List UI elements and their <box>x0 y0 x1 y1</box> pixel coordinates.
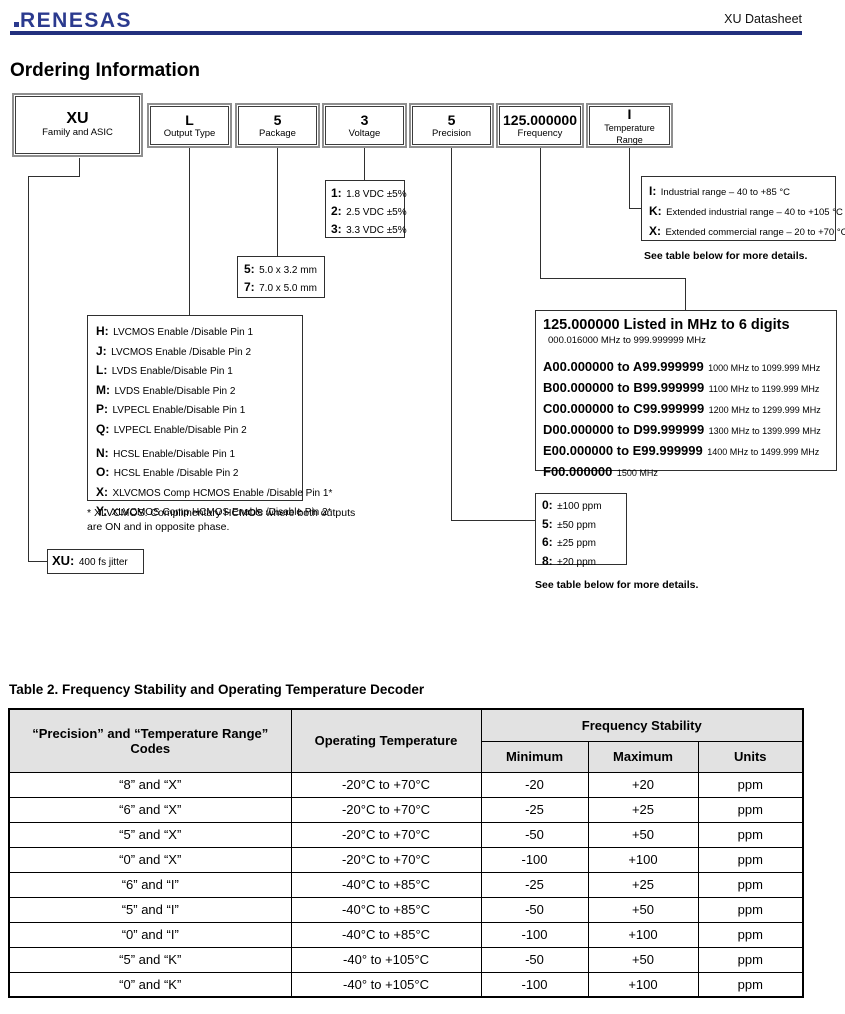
output-option: M: LVDS Enable/Disable Pin 2 <box>96 382 236 397</box>
frequency-range: F00.000000 1500 MHz <box>543 464 658 479</box>
output-option: X: XLVCMOS Comp HCMOS Enable /Disable Pi… <box>96 484 333 499</box>
output-option: P: LVPECL Enable/Disable Pin 1 <box>96 402 246 417</box>
voltage-option: 3: 3.3 VDC ±5% <box>331 222 407 236</box>
connector-line <box>540 148 541 278</box>
output-option: N: HCSL Enable/Disable Pin 1 <box>96 445 236 460</box>
output-option: Q: LVPECL Enable/Disable Pin 2 <box>96 421 247 436</box>
col-header-codes: “Precision” and “Temperature Range” Code… <box>8 708 292 773</box>
connector-line <box>28 561 47 562</box>
voltage-option: 2: 2.5 VDC ±5% <box>331 204 407 218</box>
package-option: 7: 7.0 x 5.0 mm <box>244 280 317 294</box>
package-options-box: 5: 5.0 x 3.2 mm 7: 7.0 x 5.0 mm <box>237 256 325 298</box>
package-option: 5: 5.0 x 3.2 mm <box>244 262 317 276</box>
family-jitter-box: XU: 400 fs jitter <box>47 549 144 574</box>
temperature-options-box: I: Industrial range – 40 to +85 °C K: Ex… <box>641 176 845 241</box>
connector-line <box>28 176 80 177</box>
frequency-range: D00.000000 to D99.999999 1300 MHz to 139… <box>543 422 821 437</box>
precision-option: 0: ±100 ppm <box>542 498 602 512</box>
table2-title: Table 2. Frequency Stability and Operati… <box>9 682 425 697</box>
connector-line <box>364 148 365 180</box>
page-title: Ordering Information <box>10 60 200 81</box>
precision-option: 6: ±25 ppm <box>542 535 596 549</box>
header-divider <box>10 31 802 35</box>
connector-line <box>79 158 80 177</box>
frequency-range: A00.000000 to A99.999999 1000 MHz to 109… <box>543 359 821 374</box>
connector-line <box>189 148 190 315</box>
frequency-range: C00.000000 to C99.999999 1200 MHz to 129… <box>543 401 821 416</box>
frequency-box: 125.000000 Listed in MHz to 6 digits 000… <box>535 310 837 479</box>
voltage-options-box: 1: 1.8 VDC ±5% 2: 2.5 VDC ±5% 3: 3.3 VDC… <box>325 180 407 238</box>
logo-square-icon <box>14 22 19 27</box>
precision-options-box: 0: ±100 ppm 5: ±50 ppm 6: ±25 ppm 8: ±20… <box>535 493 627 568</box>
voltage-option: 1: 1.8 VDC ±5% <box>331 186 407 200</box>
output-type-options-box: H: LVCMOS Enable /Disable Pin 1 J: LVCMO… <box>87 315 333 518</box>
temperature-note: See table below for more details. <box>644 250 808 262</box>
col-header-operating-temp: Operating Temperature <box>290 708 482 773</box>
precision-option: 5: ±50 ppm <box>542 516 596 531</box>
precision-option: 8: ±20 ppm <box>542 553 596 568</box>
xlvcmos-footnote: * XLVCMOS: Complimentary HCMOS where bot… <box>87 507 356 533</box>
temperature-option: X: Extended commercial range – 20 to +70… <box>649 224 845 238</box>
col-header-maximum: Maximum <box>587 740 699 773</box>
output-option: L: LVDS Enable/Disable Pin 1 <box>96 363 233 378</box>
connector-line <box>629 208 641 209</box>
connector-line <box>451 148 452 521</box>
col-header-frequency-stability: Frequency Stability <box>480 708 804 742</box>
frequency-title: 125.000000 Listed in MHz to 6 digits <box>543 317 790 333</box>
connector-line <box>277 148 278 256</box>
connector-line <box>540 278 686 279</box>
table2-decoder: “Precision” and “Temperature Range” Code… <box>8 708 805 998</box>
output-option: Y: XLVCMOS Comp HCMOS Enable /Disable Pi… <box>96 504 332 519</box>
precision-note: See table below for more details. <box>535 579 699 591</box>
output-option: H: LVCMOS Enable /Disable Pin 1 <box>96 324 254 338</box>
frequency-range: B00.000000 to B99.999999 1100 MHz to 119… <box>543 380 820 395</box>
output-option: O: HCSL Enable /Disable Pin 2 <box>96 465 239 480</box>
renesas-logo: RENESAS <box>14 9 132 33</box>
temperature-option: I: Industrial range – 40 to +85 °C <box>649 184 791 198</box>
col-header-minimum: Minimum <box>480 740 589 773</box>
connector-line <box>451 520 535 521</box>
temperature-option: K: Extended industrial range – 40 to +10… <box>649 204 843 218</box>
col-header-units: Units <box>697 740 804 773</box>
doc-title: XU Datasheet <box>724 12 802 26</box>
connector-line <box>629 148 630 208</box>
frequency-subtitle: 000.016000 MHz to 999.999999 MHz <box>548 335 706 346</box>
frequency-range: E00.000000 to E99.999999 1400 MHz to 149… <box>543 443 820 458</box>
connector-line <box>28 176 29 562</box>
connector-line <box>685 278 686 310</box>
output-option: J: LVCMOS Enable /Disable Pin 2 <box>96 343 252 358</box>
